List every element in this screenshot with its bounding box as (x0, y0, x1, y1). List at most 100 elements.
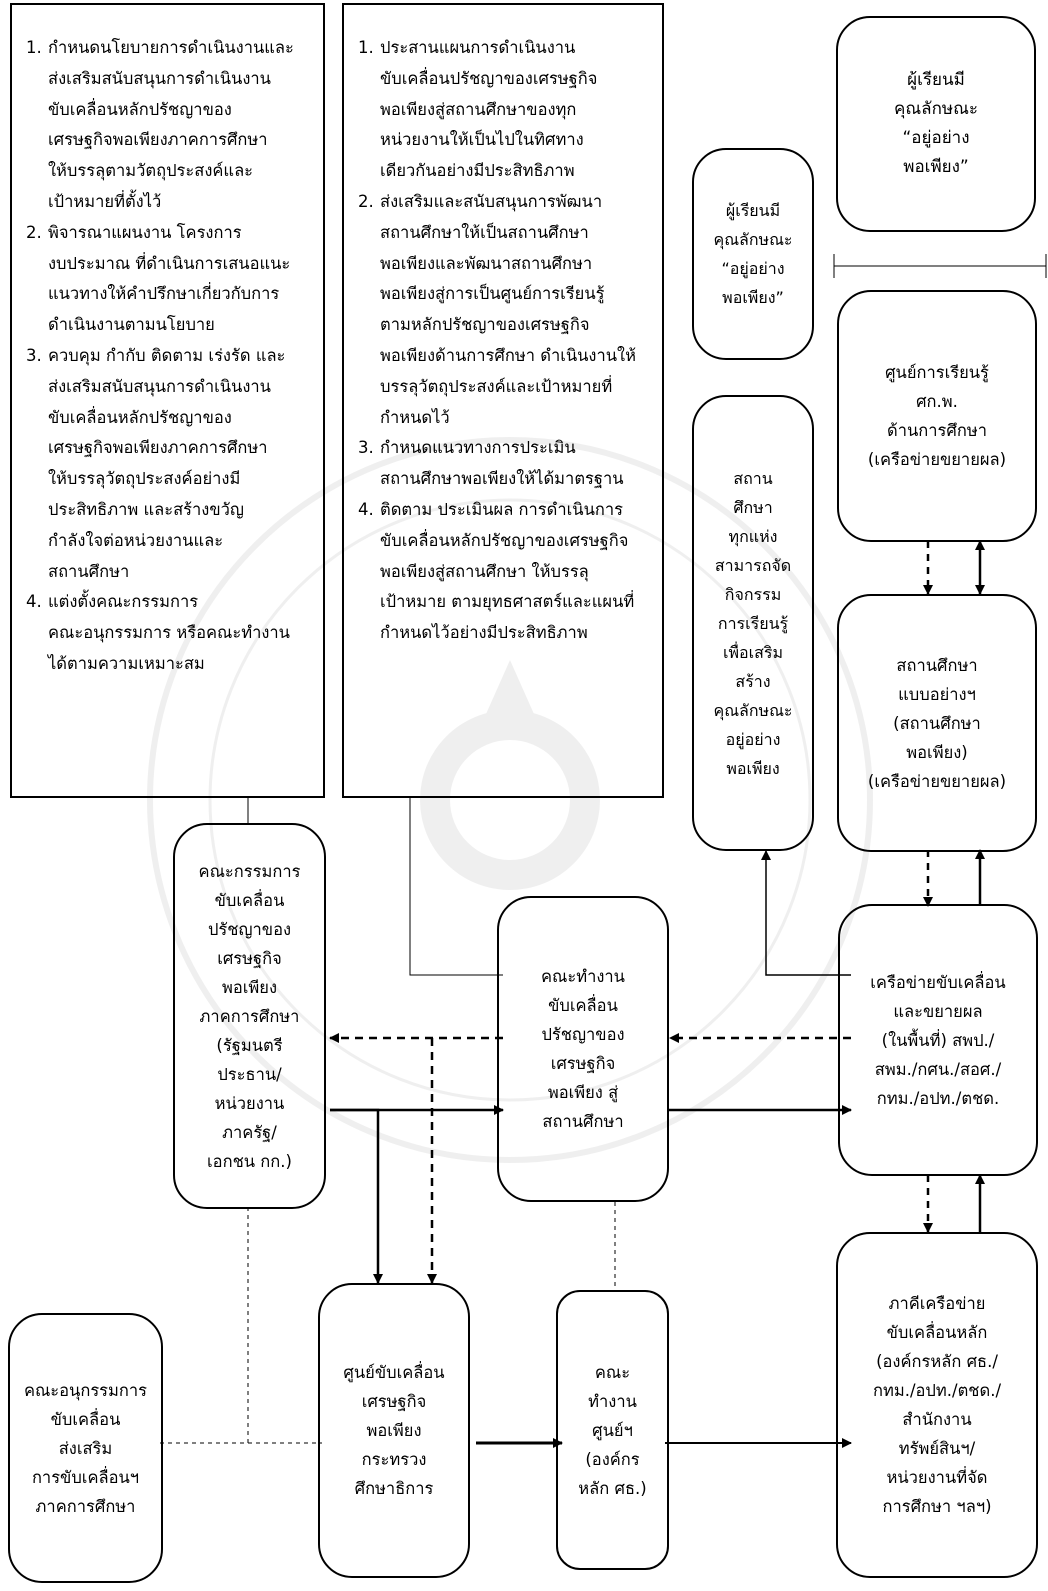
duty-text-line: แต่งตั้งคณะกรรมการ (48, 592, 199, 612)
node-text-line: และขยายผล (893, 1001, 983, 1021)
duty-item: 1.กำหนดนโยบายการดำเนินงานและส่งเสริมสนับ… (26, 33, 315, 218)
duty-text-line: ประสิทธิภาพ และสร้างขวัญ (48, 499, 244, 519)
duty-text-line: เป้าหมายที่ตั้งไว้ (48, 191, 162, 211)
duty-text-line: ควบคุม กำกับ ติดตาม เร่งรัด และ (48, 345, 286, 365)
duty-text-line: ขับเคลื่อนปรัชญาของเศรษฐกิจ (380, 68, 598, 88)
duty-text-line: หน่วยงานให้เป็นไปในทิศทาง (380, 130, 584, 150)
node-text-line: สร้าง (735, 671, 771, 691)
duty-text-line: กำลังใจต่อหน่วยงานและ (48, 530, 224, 550)
duty-text-line: เดียวกันอย่างมีประสิทธิภาพ (380, 161, 575, 181)
duty-text-line: ขับเคลื่อนหลักปรัชญาของ (48, 407, 232, 427)
duty-item: 3.ควบคุม กำกับ ติดตาม เร่งรัด และส่งเสริ… (26, 341, 315, 587)
node-text-line: (รัฐมนตรี (216, 1035, 283, 1055)
node-text-line: อยู่อย่าง (725, 729, 781, 749)
all-schools-node: สถานศึกษาทุกแห่งสามารถจัดกิจกรรมการเรียน… (692, 395, 814, 851)
node-text-line: กทม./อปท./ตชด./ (872, 1381, 1002, 1400)
node-text-line: (องค์กรหลัก ศธ./ (876, 1352, 998, 1371)
node-text-line: คณะกรรมการ (198, 861, 301, 881)
duty-text-line: เป้าหมาย ตามยุทธศาสตร์และแผนที่ (380, 592, 635, 612)
duty-text-line: ประสานแผนการดำเนินงาน (380, 38, 576, 57)
node-text-line: ภาคีเครือข่าย (888, 1294, 986, 1313)
duty-item: 4.ติดตาม ประเมินผล การดำเนินการขับเคลื่อ… (358, 495, 656, 649)
node-text-line: เศรษฐกิจ (550, 1054, 616, 1073)
duty-text-line: แนวทางให้คำปรึกษาเกี่ยวกับการ (48, 284, 280, 304)
node-text-line: ศึกษาธิการ (354, 1479, 434, 1498)
node-text-line: ทุกแห่ง (728, 526, 778, 546)
node-text-line: การขับเคลื่อนฯ (31, 1467, 140, 1487)
duty-text-line: สถานศึกษาพอเพียงให้ได้มาตรฐาน (380, 469, 624, 489)
duty-item: 1. ประสานแผนการดำเนินงานขับเคลื่อนปรัชญาข… (358, 33, 656, 187)
duty-item: 2.ส่งเสริมและสนับสนุนการพัฒนาสถานศึกษาให… (358, 187, 656, 433)
node-text-line: กระทรวง (361, 1450, 427, 1469)
node-text-line: พอเพียง” (903, 157, 969, 177)
node-text-line: สพม./กศน./สอศ./ (874, 1059, 1002, 1079)
duty-text-line: พอเพียงสู่สถานศึกษาของทุก (380, 99, 577, 119)
duty-text-line: ตามหลักปรัชญาของเศรษฐกิจ (380, 315, 590, 335)
node-text-line: ศูนย์การเรียนรู้ (885, 363, 989, 382)
duty-text-line: ให้บรรลุวัตถุประสงค์อย่างมี (48, 469, 241, 489)
node-text-line: ด้านการศึกษา (887, 421, 987, 440)
duty-text-line: สถานศึกษาให้เป็นสถานศึกษา (380, 222, 589, 242)
node-text-line: กทม./อปท./ตชด. (876, 1088, 1000, 1108)
node-text-line: พอเพียง) (906, 742, 968, 762)
duty-text-line: ส่งเสริมและสนับสนุนการพัฒนา (380, 191, 603, 211)
partners-node: ภาคีเครือข่ายขับเคลื่อนหลัก(องค์กรหลัก ศ… (836, 1232, 1038, 1578)
center-workgroup-node: คณะทำงานศูนย์ฯ(องค์กรหลัก ศธ.) (556, 1290, 669, 1570)
node-text-line: สถานศึกษา (896, 655, 978, 675)
node-text-line: คณะ (594, 1362, 631, 1382)
node-text-line: เศรษฐกิจ (217, 948, 282, 968)
ministry-duties-list: 1.กำหนดนโยบายการดำเนินงานและส่งเสริมสนับ… (26, 33, 315, 680)
duty-item: 2.พิจารณาแผนงาน โครงการงบประมาณ ที่ดำเนิ… (26, 218, 315, 341)
node-text-line: สำนักงาน (902, 1410, 972, 1429)
duty-text-line: ขับเคลื่อนหลักปรัชญาของ (48, 99, 232, 119)
duty-text-line: กำหนดแนวทางการประเมิน (380, 438, 576, 458)
node-text-line: ศูนย์ฯ (592, 1420, 633, 1440)
node-text-line: พอเพียง สู่ (547, 1083, 619, 1102)
duty-text-line: ส่งเสริมสนับสนุนการดำเนินงาน (48, 68, 271, 88)
node-text-line: ศูนย์ขับเคลื่อน (343, 1363, 445, 1382)
learner-trait-mid-node: ผู้เรียนมีคุณลักษณะ“อยู่อย่างพอเพียง” (692, 148, 814, 360)
node-text-line: (สถานศึกษา (893, 713, 981, 733)
duty-text-line: ดำเนินงานตามนโยบาย (48, 315, 215, 335)
ministry-duties-box: 1.กำหนดนโยบายการดำเนินงานและส่งเสริมสนับ… (10, 3, 325, 798)
node-text-line: ภาคการศึกษา (199, 1006, 300, 1026)
node-text-line: สถานศึกษา (542, 1112, 624, 1131)
duty-text-line: ให้บรรลุตามวัตถุประสงค์และ (48, 161, 254, 181)
arrow-committee-to-moe (330, 1108, 383, 1284)
node-text-line: ทำงาน (588, 1391, 637, 1411)
duty-text-line: พอเพียงสู่การเป็นศูนย์การเรียนรู้ (380, 284, 605, 304)
workgroup-duties-list: 1. ประสานแผนการดำเนินงานขับเคลื่อนปรัชญาข… (358, 33, 656, 649)
node-text-line: “อยู่อย่าง (902, 128, 970, 148)
model-school-node: สถานศึกษาแบบอย่างฯ(สถานศึกษาพอเพียง)(เคร… (837, 594, 1037, 852)
node-text-line: หน่วยงาน (214, 1093, 285, 1113)
duty-text-line: กำหนดไว้ (380, 407, 450, 427)
duty-text-line: ติดตาม ประเมินผล การดำเนินการ (380, 499, 623, 519)
network-node: เครือข่ายขับเคลื่อนและขยายผล(ในพื้นที่) … (838, 904, 1038, 1176)
node-text-line: กิจกรรม (724, 584, 782, 604)
duty-text-line: เศรษฐกิจพอเพียงภาคการศึกษา (48, 438, 268, 458)
moe-center-node: ศูนย์ขับเคลื่อนเศรษฐกิจพอเพียงกระทรวงศึก… (318, 1283, 470, 1578)
node-text-line: ทรัพย์สินฯ/ (898, 1439, 976, 1458)
duty-number: 1. (358, 38, 374, 57)
node-text-line: คุณลักษณะ (713, 700, 793, 720)
duty-number: 3. (358, 438, 374, 458)
duty-number: 2. (26, 222, 42, 242)
node-text-line: “อยู่อย่าง (721, 259, 785, 278)
node-text-line: (เครือข่ายขยายผล) (867, 771, 1007, 791)
node-text-line: การเรียนรู้ (717, 613, 789, 633)
duty-item: 4.แต่งตั้งคณะกรรมการคณะอนุกรรมการ หรือคณ… (26, 587, 315, 679)
node-text-line: พอเพียง (221, 977, 278, 997)
duty-text-line: คณะอนุกรรมการ หรือคณะทำงาน (48, 623, 290, 643)
node-text-line: คุณลักษณะ (894, 99, 978, 119)
subcommittee-node: คณะอนุกรรมการขับเคลื่อนส่งเสริมการขับเคล… (8, 1313, 163, 1583)
node-text-line: ขับเคลื่อน (50, 1409, 121, 1429)
node-text-line: เครือข่ายขับเคลื่อน (870, 972, 1006, 992)
duty-text-line: กำหนดไว้อย่างมีประสิทธิภาพ (380, 623, 588, 643)
node-text-line: เพื่อเสริม (723, 642, 783, 662)
duty-text-line: กำหนดนโยบายการดำเนินงานและ (48, 38, 294, 57)
duty-text-line: พอเพียงสู่สถานศึกษา ให้บรรลุ (380, 561, 589, 581)
learner-trait-top-node: ผู้เรียนมีคุณลักษณะ“อยู่อย่างพอเพียง” (836, 16, 1036, 232)
node-text-line: ปรัชญาของ (541, 1025, 625, 1044)
node-text-line: พอเพียง” (722, 288, 784, 307)
